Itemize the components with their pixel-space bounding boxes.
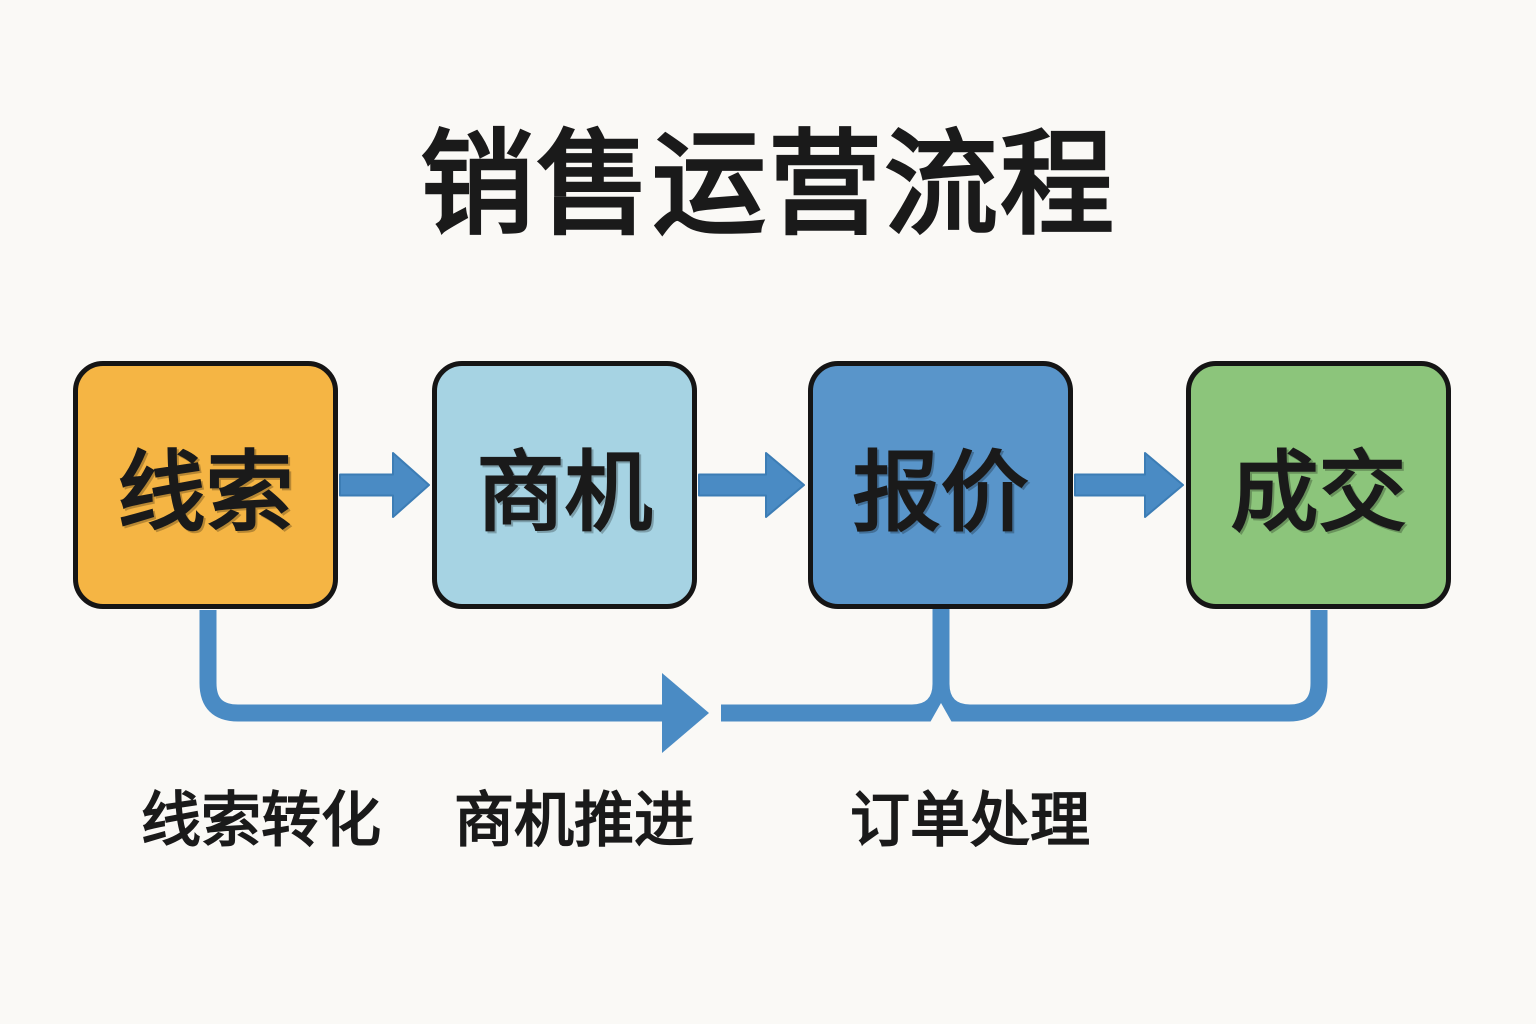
stage-label-opportunity: 商机: [476, 440, 653, 544]
arrow-lead-to-opportunity-icon: [339, 452, 430, 518]
flow-junction-notch: [930, 703, 952, 723]
process-label-order-processing: 订单处理: [850, 786, 1090, 856]
stage-label-deal: 成交: [1230, 440, 1407, 544]
flow-arrowhead-icon: [662, 673, 709, 753]
stage-box-opportunity: 商机: [432, 361, 697, 609]
stage-label-quote: 报价: [852, 440, 1029, 544]
process-label-opportunity-advance: 商机推进: [454, 786, 694, 856]
page-title: 销售运营流程: [419, 118, 1116, 251]
stage-label-lead: 线索: [117, 440, 294, 544]
arrow-opportunity-to-quote-icon: [698, 452, 805, 518]
flow-line-lead-down: [199, 610, 662, 722]
flow-junction-fillet-left: [912, 684, 933, 705]
flow-line-to-deal: [721, 610, 1328, 722]
stage-box-lead: 线索: [73, 361, 338, 609]
stage-box-quote: 报价: [808, 361, 1073, 609]
flow-junction-fillet-right: [949, 684, 970, 705]
stage-box-deal: 成交: [1186, 361, 1451, 609]
arrow-quote-to-deal-icon: [1074, 452, 1184, 518]
process-label-lead-conversion: 线索转化: [141, 786, 381, 856]
